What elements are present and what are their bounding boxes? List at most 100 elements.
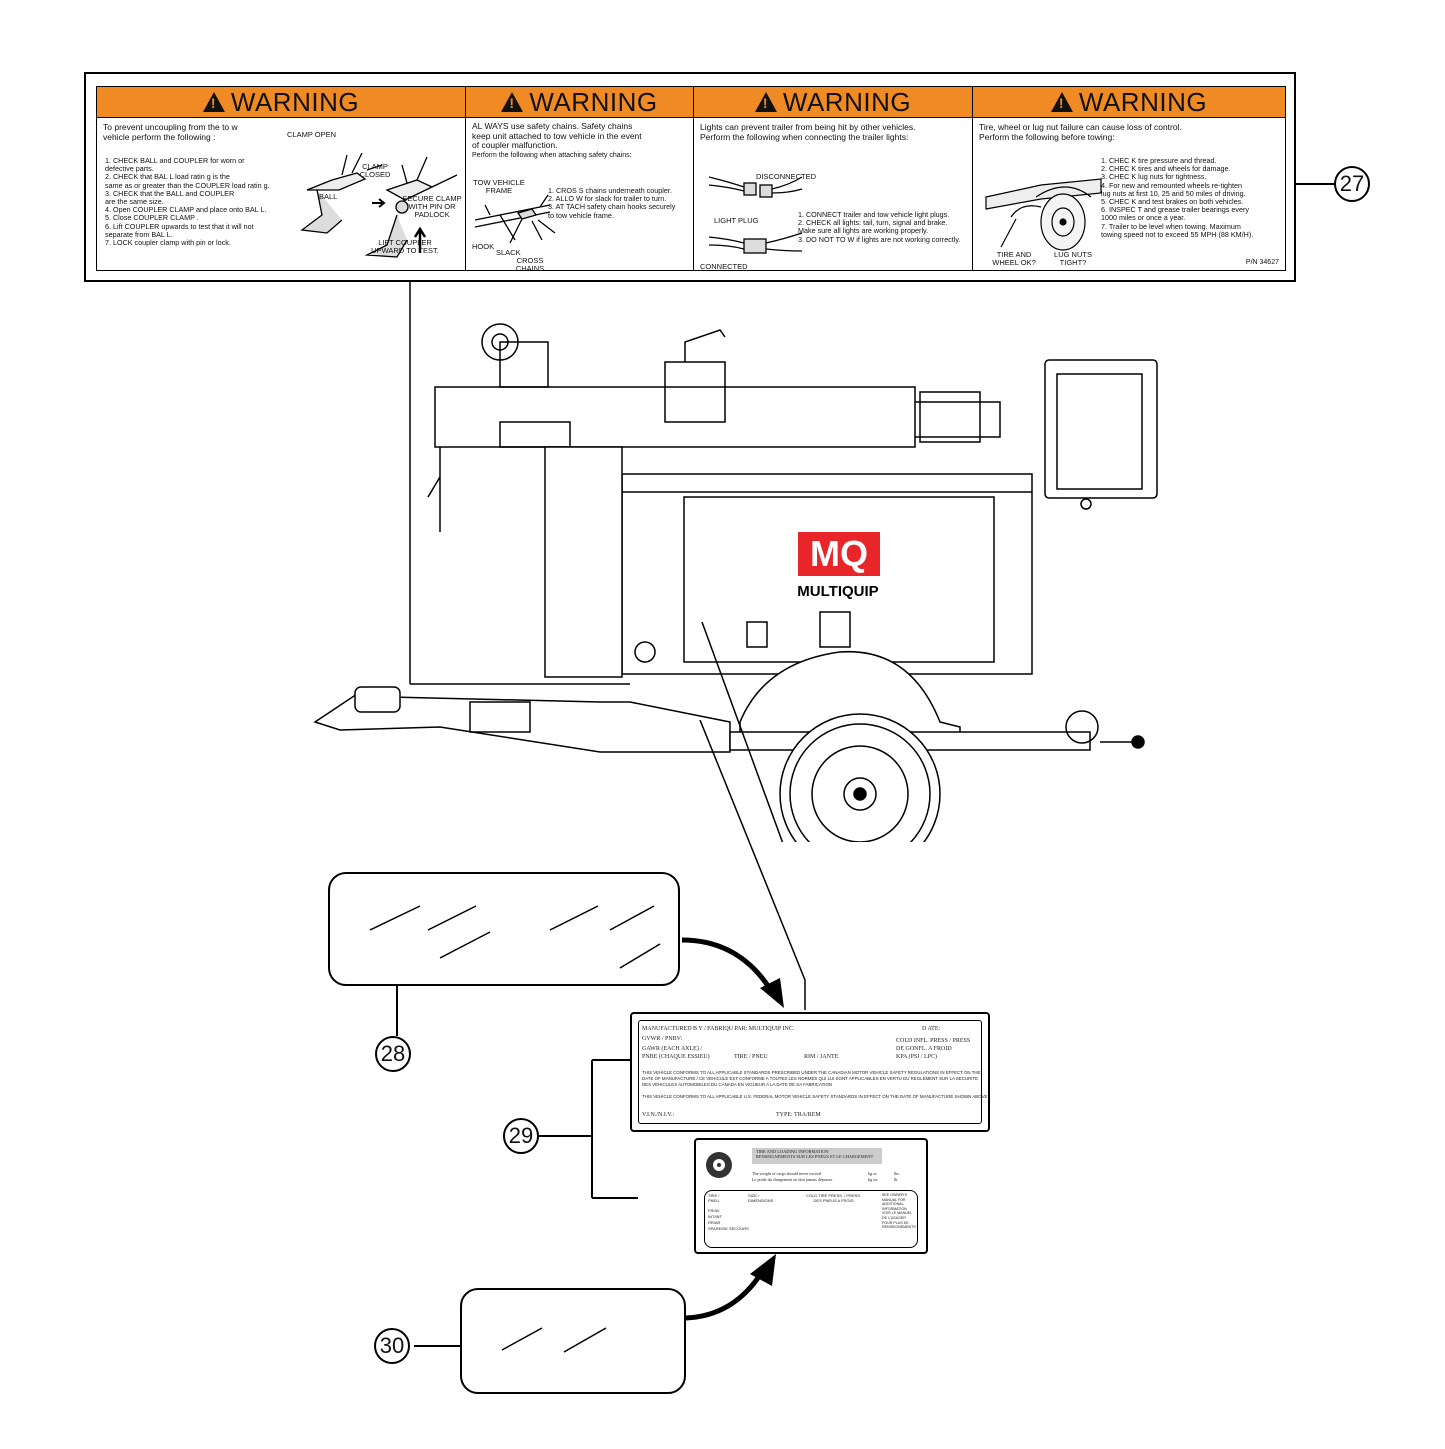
tire-lbs: lbs. <box>894 1171 900 1176</box>
step: 6. INSPEC T and grease trailer bearings … <box>1101 205 1249 215</box>
caption-light-plug: LIGHT PLUG <box>714 216 759 225</box>
warning-panel-coupler: WARNING To prevent uncoupling from the t… <box>96 86 466 271</box>
lead-line: To prevent uncoupling from the to w <box>103 122 238 132</box>
vin-canada-text: THIS VEHICLE CONFORMS TO ALL APPLICABLE … <box>642 1070 981 1075</box>
vin-kpa: KPA (PSI / LPC) <box>896 1054 937 1060</box>
tire-row: FR/AV <box>708 1208 720 1213</box>
caption-cross-chains: CROSS CHAINS <box>515 256 545 271</box>
warning-title: WARNING <box>230 86 360 117</box>
warning-triangle-icon <box>1050 92 1073 112</box>
lead-line: Tire, wheel or lug nut failure can cause… <box>979 122 1182 132</box>
tire-title-band <box>752 1148 882 1164</box>
tire-lb: lb. <box>894 1177 899 1182</box>
warning-header: WARNING <box>466 87 693 118</box>
leader-line-29 <box>538 1059 638 1199</box>
logo-text: MQ <box>810 533 868 574</box>
part-number: P/N 34627 <box>1245 259 1279 266</box>
caption-lug-nuts: LUG NUTS TIGHT? <box>1054 250 1092 267</box>
step: 5. CHEC K and test brakes on both vehicl… <box>1101 197 1244 207</box>
tire-see-manual: SEE OWNER'S MANUAL FOR ADDITIONAL INFORM… <box>882 1193 916 1230</box>
vin-canada-text: DATE OF MANUFACTURE / CE VEHICULE EST CO… <box>642 1076 979 1081</box>
step: same as or greater than the COUPLER load… <box>105 180 270 190</box>
tire-kg-ou: kg ou <box>868 1177 878 1182</box>
step: 1. CHEC K tire pressure and thread. <box>1101 156 1217 165</box>
tire-col-tire: TIRE / PNEU <box>708 1193 720 1203</box>
steps-list: 1. CHECK BALL and COUPLER for worn or de… <box>105 156 270 248</box>
step: 4. Open COUPLER CLAMP and place onto BAL… <box>105 205 267 215</box>
steps-list: 1. CHEC K tire pressure and thread. 2. C… <box>1101 156 1254 239</box>
decal-placeholder-30 <box>460 1288 686 1394</box>
lead-line: of coupler malfunction. <box>472 140 558 150</box>
steps-list: 1. CROS S chains underneath coupler. 2. … <box>548 186 676 220</box>
caption-hook: HOOK <box>472 242 495 251</box>
leader-line-29-machine <box>699 720 806 1010</box>
warning-header: WARNING <box>694 87 972 118</box>
leader-line-27 <box>1296 183 1336 185</box>
step: 2. CHEC K tires and wheels for damage. <box>1101 164 1231 174</box>
caption-secure-clamp: SECURE CLAMP WITH PIN OR PADLOCK <box>402 194 462 219</box>
warning-title: WARNING <box>1078 86 1208 117</box>
step: 1. CROS S chains underneath coupler. <box>548 186 672 195</box>
vin-rim: RIM / JANTE <box>804 1054 839 1060</box>
caption-ball: BALL <box>319 192 338 201</box>
vin-date: D ATE: <box>922 1026 941 1032</box>
step: 2. CHECK all lights: tail, turn, signal … <box>798 218 948 228</box>
caption-disconnected: DISCONNECTED <box>756 172 817 181</box>
step: 7. LOCK coupler clamp with pin or lock. <box>105 238 231 248</box>
caption-lift-coupler: LIFT COUPLER UPWARD TO TEST. <box>371 238 439 255</box>
step: separate from BAL L. <box>105 229 173 239</box>
step: 1000 miles or once a year. <box>1101 213 1186 223</box>
step: 3. CHEC K lug nuts for tightness. <box>1101 172 1207 182</box>
step: 2. CHECK that BAL L load ratin g is the <box>105 172 230 182</box>
vin-tire: TIRE / PNEU <box>734 1054 768 1060</box>
tire-row: INT/INT <box>708 1214 722 1219</box>
brand-name: MULTIQUIP <box>797 583 878 600</box>
step: 7. Trailer to be level when towing. Maxi… <box>1101 221 1241 231</box>
lead-line: Perform the following before towing: <box>979 132 1115 142</box>
vin-manufactured: MANUFACTURED B Y / FABRIQU PAR: MULTIQUI… <box>642 1026 795 1032</box>
step: 5. Close COUPLER CLAMP . <box>105 213 199 223</box>
warning-title: WARNING <box>782 86 912 117</box>
caption-tow-frame: TOW VEHICLE FRAME <box>473 178 525 195</box>
warning-header: WARNING <box>97 87 465 118</box>
vin-pnbe: PNBE (CHAQUE ESSIEU) <box>642 1054 710 1060</box>
caption-clamp-closed: CLAMP CLOSED <box>359 162 391 179</box>
caption-clamp-open: CLAMP OPEN <box>287 130 337 139</box>
tire-row: SPARE/DE SECOURS <box>708 1226 749 1231</box>
warning-title: WARNING <box>529 86 658 117</box>
vin-type: TYPE: TRA/REM <box>776 1112 821 1118</box>
step: 3. DO NOT TO W if lights are not working… <box>798 234 961 244</box>
callout-27: 27 <box>1334 166 1370 202</box>
arrow-28-to-29 <box>681 937 784 1008</box>
multiquip-logo: MQ MULTIQUIP <box>797 532 880 600</box>
lead-line: vehicle perform the following : <box>103 132 216 142</box>
callout-30: 30 <box>374 1328 410 1364</box>
warning-decal-27: WARNING To prevent uncoupling from the t… <box>84 72 1296 282</box>
warning-triangle-icon <box>754 92 777 112</box>
glare-marks <box>501 1327 607 1353</box>
warning-panel-tires: WARNING Tire, wheel or lug nut failure c… <box>972 86 1286 271</box>
leader-line-30 <box>414 1345 462 1347</box>
vin-number: V.I.N./N.I.V.: <box>642 1112 675 1118</box>
tire-col-size: SIZE / DIMENSIONS <box>748 1193 774 1203</box>
warning-triangle-icon <box>202 92 225 112</box>
step: defective parts. <box>105 164 154 174</box>
step: are the same size. <box>105 197 164 207</box>
step: 3. AT TACH safety chain hooks securely <box>548 202 676 212</box>
step: towing speed not to exceed 55 MPH (88 KM… <box>1101 229 1254 239</box>
vin-gvwr: GVWR / PNBV: <box>642 1036 683 1042</box>
vin-canada-text: DES VEHICULES AUTOMOBILES DU CANADA EN V… <box>642 1082 833 1087</box>
tire-icon <box>706 1152 732 1178</box>
step: 4. For new and remounted wheels re-tight… <box>1101 180 1243 190</box>
chains-illustration <box>474 194 556 244</box>
leader-line-28 <box>396 986 398 1036</box>
coupler-illustration <box>300 152 458 258</box>
caption-connected: CONNECTED <box>700 262 748 271</box>
warning-panel-chains: WARNING AL WAYS use safety chains. Safet… <box>465 86 694 271</box>
decal-placeholder-28 <box>328 872 680 986</box>
light-tower-trailer-drawing: MQ MULTIQUIP <box>313 282 1158 842</box>
step: 3. CHECK that the BALL and COUPLER <box>105 188 235 198</box>
lead-line: Lights can prevent trailer from being hi… <box>700 122 916 132</box>
